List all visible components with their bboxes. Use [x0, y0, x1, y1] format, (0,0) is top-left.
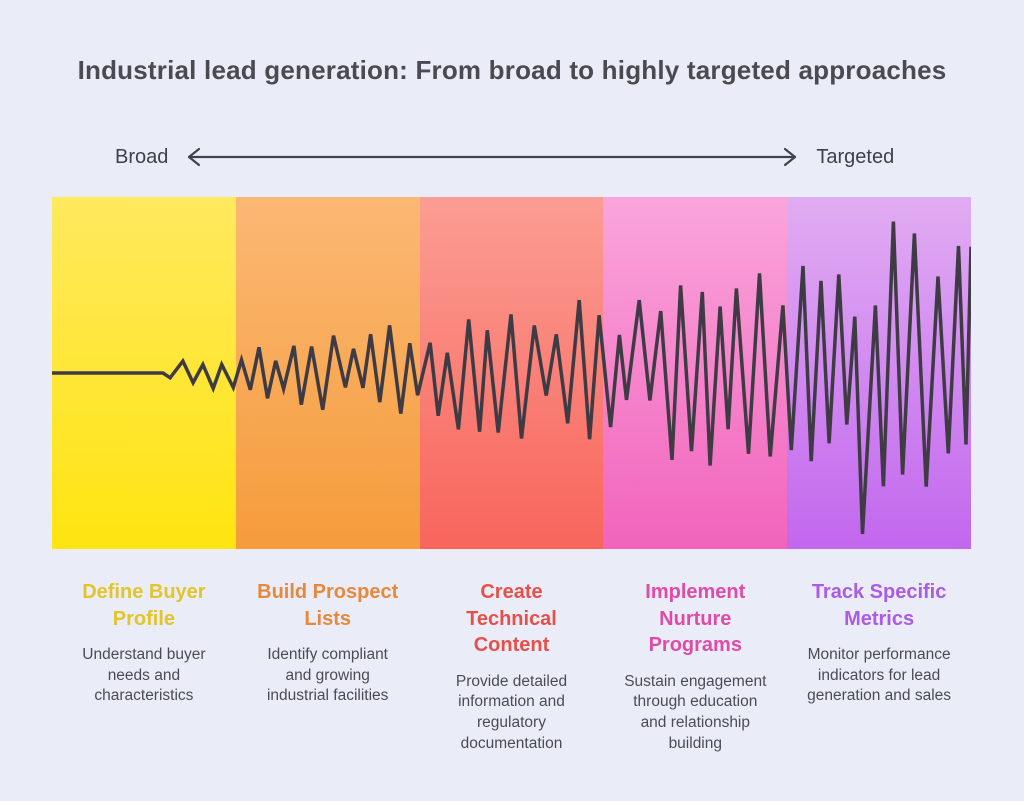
stage-column: Define Buyer Profile Understand buyer ne…	[52, 579, 236, 707]
double-arrow-icon	[188, 147, 797, 167]
page-title: Industrial lead generation: From broad t…	[77, 55, 947, 85]
stage-description: Identify compliant and growing industria…	[266, 646, 389, 705]
stage-descriptions: Define Buyer Profile Understand buyer ne…	[52, 579, 971, 754]
stage-description: Provide detailed information and regulat…	[455, 672, 568, 752]
stage-title: Build Prospect Lists	[257, 581, 399, 630]
stage-title: Implement Nurture Programs	[645, 581, 746, 657]
stage-description: Understand buyer needs and characteristi…	[82, 646, 206, 705]
axis-label-broad: Broad	[115, 145, 169, 168]
stage-column: Track Specific Metrics Monitor performan…	[787, 579, 971, 707]
stage-column: Implement Nurture Programs Sustain engag…	[603, 579, 787, 754]
axis-label-targeted: Targeted	[816, 145, 895, 168]
stage-title: Track Specific Metrics	[811, 581, 947, 630]
stage-description: Monitor performance indicators for lead …	[807, 646, 952, 705]
waveform-graphic	[52, 221, 971, 534]
waveform-line	[52, 221, 971, 534]
stage-description: Sustain engagement through education and…	[624, 672, 767, 752]
stage-column: Build Prospect Lists Identify compliant …	[236, 579, 420, 707]
gradient-stage-band	[52, 197, 971, 549]
stage-title: Define Buyer Profile	[82, 581, 206, 630]
broad-targeted-axis: Broad Targeted	[115, 143, 909, 171]
stage-title: Create Technical Content	[466, 581, 557, 657]
stage-column: Create Technical Content Provide detaile…	[420, 579, 604, 754]
